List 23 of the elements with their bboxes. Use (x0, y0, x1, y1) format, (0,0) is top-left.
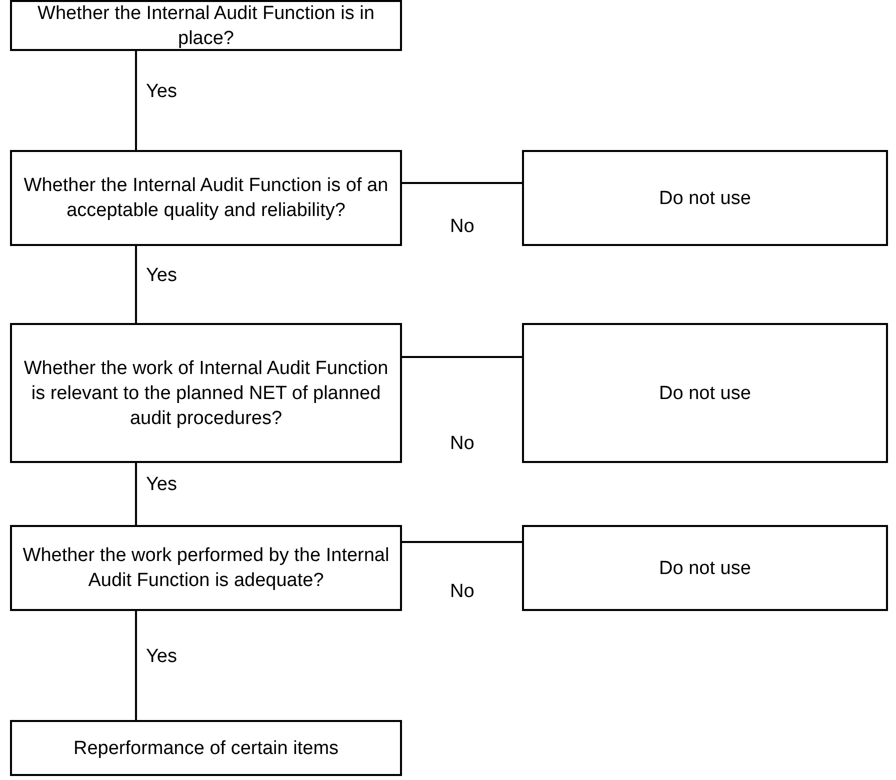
process-box (10, 720, 402, 776)
connector-line (135, 463, 137, 525)
box-text: Do not use (659, 556, 751, 580)
box-text: Reperformance of certain items (73, 736, 339, 760)
process-box (522, 150, 888, 246)
connector-line (402, 182, 522, 184)
process-box (522, 323, 888, 463)
process-box (10, 150, 402, 246)
process-box (10, 0, 402, 51)
connector-line (402, 356, 522, 358)
box-text: Whether the Internal Audit Function is of an acceptable quality and reliability? (22, 174, 390, 223)
process-box (522, 525, 888, 611)
connector-line (135, 51, 137, 150)
box-text: Whether the Internal Audit Function is in place? (36, 2, 376, 50)
box-text: Do not use (659, 186, 751, 210)
connector-line (135, 246, 137, 323)
box-text: Whether the work performed by the Internal Audit Function is adequate? (22, 544, 390, 593)
process-box (10, 323, 402, 463)
box-text: Do not use (659, 382, 751, 406)
box-text: Whether the work of Internal Audit Function is relevant to the planned NET of planned audit procedures? (22, 356, 390, 430)
connector-line (402, 541, 522, 543)
connector-line (135, 611, 137, 720)
process-box (10, 525, 402, 611)
